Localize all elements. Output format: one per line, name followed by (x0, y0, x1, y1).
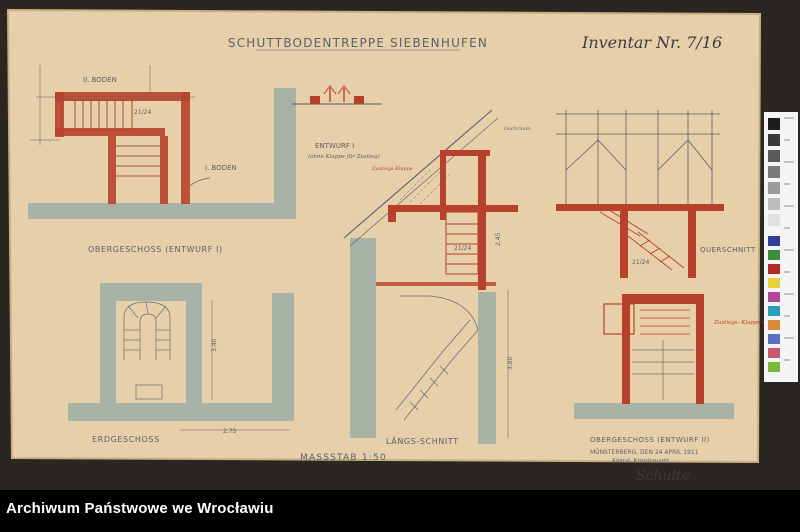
color-calibration-strip (764, 112, 798, 382)
cross-section: 21/24 QUERSCHNITT (556, 110, 756, 278)
signature: Schulte (636, 468, 690, 484)
upper-plan-stair-ratio: 21/24 (134, 109, 151, 116)
design-1-sublabel: (ohne Klappe für Zustieg) (308, 153, 380, 160)
longitudinal-caption: LÄNGS-SCHNITT (386, 436, 459, 446)
design-2-note: Zustiegs- Klappe siehe Bl. (713, 320, 787, 326)
cross-stair-ratio: 21/24 (632, 259, 649, 266)
drawing-canvas: SCHUTTBODENTREPPE SIEBENHUFEN Inventar N… (0, 0, 800, 490)
archive-name: Archiwum Państwowe we Wrocławiu (6, 500, 274, 517)
ground-dim-340: 3,40 (211, 338, 218, 352)
boden-2-label: II. BODEN (83, 76, 117, 84)
section-stair-ratio: 21/24 (454, 245, 471, 252)
sheet-title: SCHUTTBODENTREPPE SIEBENHUFEN (228, 36, 488, 50)
cross-section-caption: QUERSCHNITT (700, 246, 756, 254)
section-note-klappe: Zustiegs Klappe (371, 166, 413, 172)
section-note-dachraum: Dachraum (503, 126, 531, 132)
boden-1-label: I. BODEN (205, 164, 237, 172)
archive-footer: Archiwum Państwowe we Wrocławiu (0, 490, 800, 532)
upper-plan-2-caption: OBERGESCHOSS (ENTWURF II) (590, 436, 710, 444)
ground-floor-plan: 3,40 2,75 ERDGESCHOSS (68, 283, 294, 444)
section-dim-380: 3,80 (507, 356, 514, 370)
section-dim-245: 2,45 (495, 232, 502, 246)
scale-label: MASSSTAB 1:50 (300, 453, 387, 463)
ground-dim-275: 2,75 (223, 428, 237, 435)
paper-sheet (8, 10, 760, 462)
upper-floor-plan: II. BODEN I. BODEN 21/24 OBERGESCHOSS (E… (28, 65, 296, 254)
archive-number: Inventar Nr. 7/16 (581, 33, 722, 52)
design-1-detail: ENTWURF I (ohne Klappe für Zustieg) (292, 85, 382, 160)
upper-floor-plan-2: Zustiegs- Klappe siehe Bl. OBERGESCHOSS … (574, 294, 787, 444)
upper-plan-caption: OBERGESCHOSS (ENTWURF I) (88, 245, 223, 254)
archival-drawing-sheet: SCHUTTBODENTREPPE SIEBENHUFEN Inventar N… (0, 0, 800, 490)
ground-plan-caption: ERDGESCHOSS (92, 435, 160, 444)
longitudinal-section: 3,80 2,45 Zustiegs Klappe Dachraum 21/24… (343, 109, 531, 446)
design-1-label: ENTWURF I (315, 142, 354, 150)
office-name: Königl. Kreisbauamt (611, 458, 670, 464)
date-place: MÜNSTERBERG, DEN 24 APRIL 1911 (590, 449, 699, 456)
